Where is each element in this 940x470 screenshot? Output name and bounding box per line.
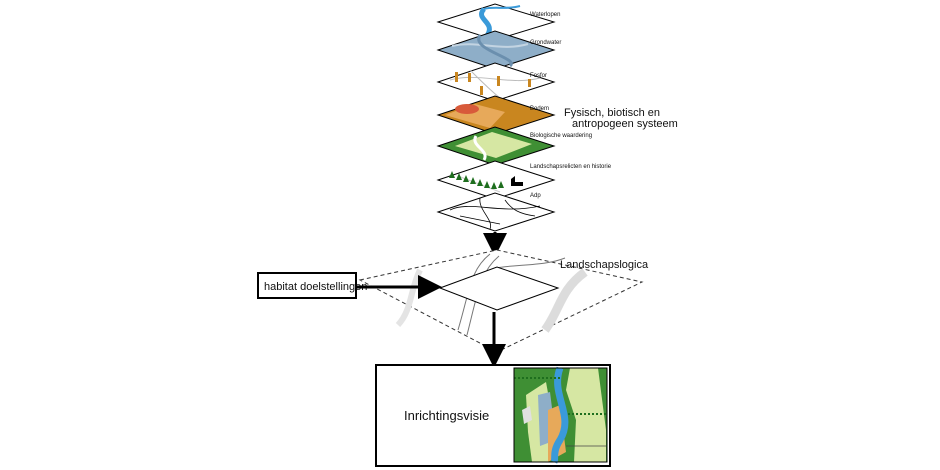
habitat-box: habitat doelstellingen — [257, 272, 367, 299]
layer-label-waterlopen: Waterlopen — [530, 12, 560, 18]
landschapslogica-plane: Landschapslogica — [358, 249, 649, 353]
inrichtingsvisie-label: Inrichtingsvisie — [404, 408, 489, 423]
inrichtingsvisie-map — [513, 366, 608, 464]
landschapslogica-label: Landschapslogica — [560, 259, 649, 271]
layer-biologische-waardering: Biologische waardering — [436, 126, 592, 166]
inrichtingsvisie-box: Inrichtingsvisie — [375, 364, 611, 467]
layer-label-biologische-waardering: Biologische waardering — [530, 133, 592, 139]
layer-label-grondwater: Grondwater — [530, 40, 561, 46]
layer-fosfor: Fosfor — [436, 62, 556, 102]
layer-grondwater: Grondwater — [436, 30, 561, 70]
group-label: Fysisch, biotisch en antropogeen systeem — [564, 107, 678, 130]
group-label-line2: antropogeen systeem — [572, 118, 678, 130]
layer-bodem: Bodem — [436, 95, 556, 135]
layer-waterlopen: Waterlopen — [436, 3, 560, 41]
layer-label-adp: Adp — [530, 193, 541, 199]
habitat-label: habitat doelstellingen — [264, 281, 367, 293]
layer-label-landschapsrelicten: Landschapsrelicten en historie — [530, 164, 612, 170]
farmhouse-icon — [511, 176, 523, 186]
layer-landschapsrelicten: Landschapsrelicten en historie — [436, 160, 612, 200]
map-river — [550, 366, 569, 464]
layer-adp: Adp — [436, 192, 556, 232]
layer-label-fosfor: Fosfor — [530, 73, 547, 79]
group-label-line1: Fysisch, biotisch en — [564, 107, 660, 119]
layer-label-bodem: Bodem — [530, 106, 549, 112]
tree-row-icon — [449, 171, 504, 189]
